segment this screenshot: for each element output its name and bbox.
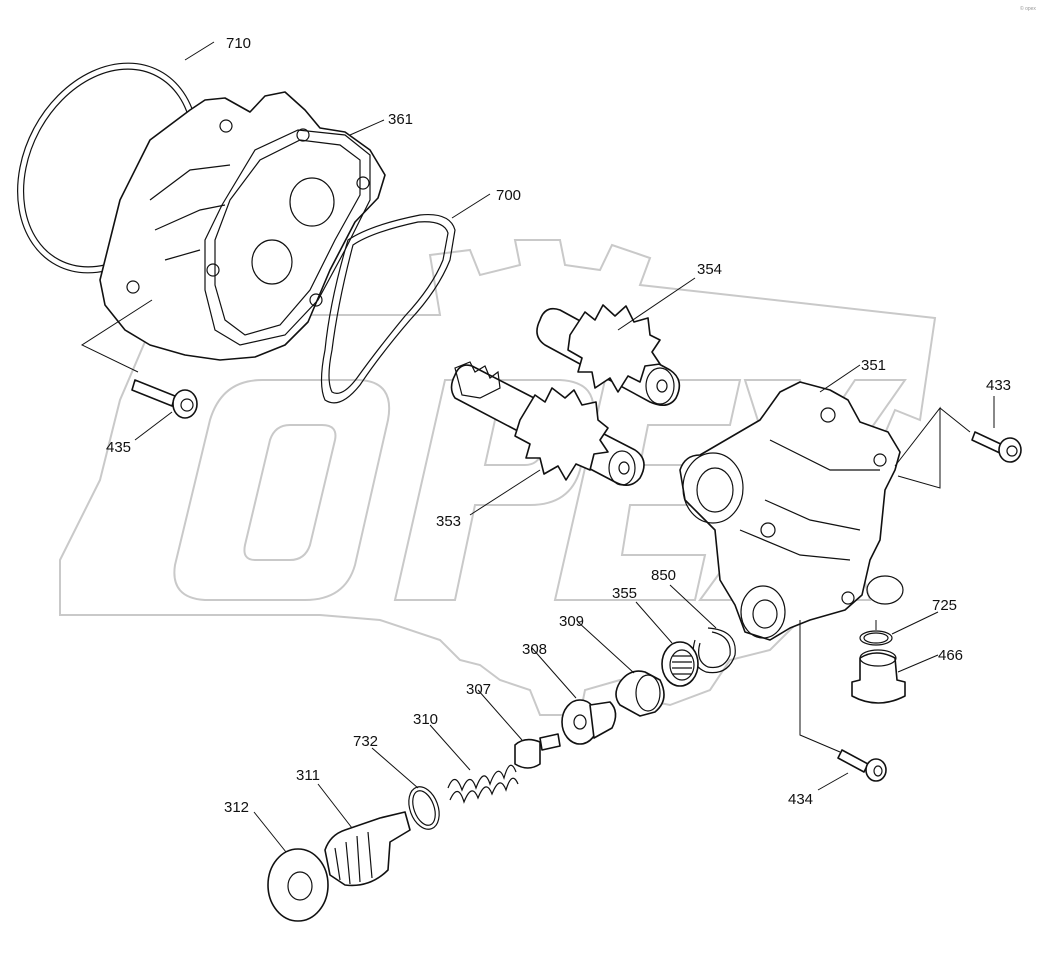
callout-850: 850 bbox=[651, 567, 676, 584]
callout-351: 351 bbox=[861, 357, 886, 374]
part-311-adjuster bbox=[324, 811, 411, 887]
watermark-gear-outline bbox=[59, 239, 937, 716]
callout-433: 433 bbox=[986, 377, 1011, 394]
part-435-bolt bbox=[131, 379, 198, 419]
part-361-cover bbox=[99, 91, 386, 361]
callout-435: 435 bbox=[106, 439, 131, 456]
corner-mark: © opex bbox=[1020, 5, 1036, 12]
part-355-filter bbox=[661, 641, 699, 687]
part-310-spring bbox=[447, 764, 519, 804]
callout-309: 309 bbox=[559, 613, 584, 630]
part-700-gasket bbox=[320, 213, 456, 404]
watermark-letter-o bbox=[173, 379, 391, 601]
leader-lines bbox=[80, 41, 995, 853]
callout-308: 308 bbox=[522, 641, 547, 658]
callout-725: 725 bbox=[932, 597, 957, 614]
part-466-plug bbox=[851, 649, 906, 704]
part-309-sleeve bbox=[615, 670, 665, 717]
part-434-bolt bbox=[837, 749, 887, 782]
callout-732: 732 bbox=[353, 733, 378, 750]
callout-310: 310 bbox=[413, 711, 438, 728]
callout-466: 466 bbox=[938, 647, 963, 664]
callout-353: 353 bbox=[436, 513, 461, 530]
part-351-body bbox=[679, 381, 904, 641]
callout-307: 307 bbox=[466, 681, 491, 698]
callout-312: 312 bbox=[224, 799, 249, 816]
part-312-nut bbox=[267, 848, 329, 922]
part-307-poppet bbox=[514, 733, 561, 769]
part-354-gear-shaft bbox=[536, 304, 681, 406]
callout-700: 700 bbox=[496, 187, 521, 204]
part-850-snap-ring bbox=[692, 627, 736, 674]
part-353-drive-shaft bbox=[450, 361, 645, 486]
callout-354: 354 bbox=[697, 261, 722, 278]
part-725-oring bbox=[859, 630, 893, 646]
callout-labels: 710 361 700 354 351 433 435 353 850 725 … bbox=[106, 35, 1011, 816]
callout-361: 361 bbox=[388, 111, 413, 128]
callout-434: 434 bbox=[788, 791, 813, 808]
part-308-seat bbox=[561, 699, 617, 745]
callout-710: 710 bbox=[226, 35, 251, 52]
part-433-bolt bbox=[971, 431, 1022, 463]
callout-355: 355 bbox=[612, 585, 637, 602]
callout-311: 311 bbox=[296, 767, 320, 784]
